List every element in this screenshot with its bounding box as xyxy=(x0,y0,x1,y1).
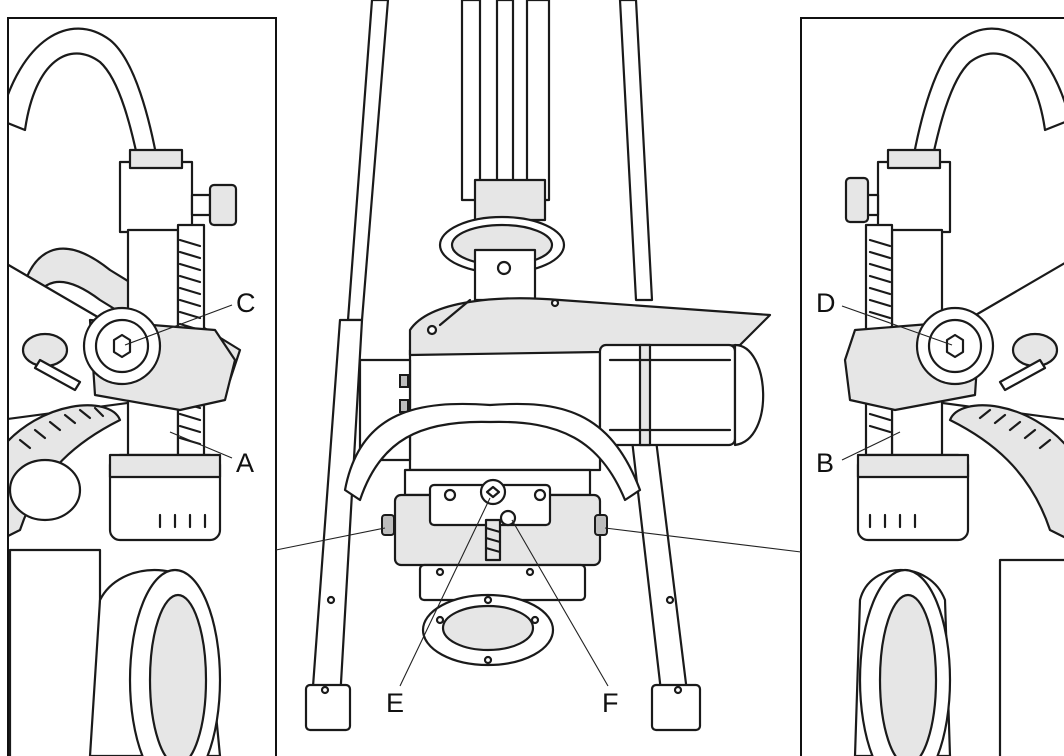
left-detail-view xyxy=(8,27,242,756)
left-detail-frame xyxy=(7,17,277,756)
callout-label-c: C xyxy=(236,288,256,318)
right-detail-view xyxy=(843,27,1064,756)
center-machine-view xyxy=(304,0,772,732)
gear-wheel xyxy=(8,404,122,538)
leader-line-e xyxy=(399,497,491,687)
callout-label-b: B xyxy=(816,448,834,478)
leader-line-c xyxy=(124,304,233,346)
leader-line-b xyxy=(841,431,901,461)
callout-label-f: F xyxy=(602,688,619,718)
connector-line-left xyxy=(275,527,386,551)
feed-screw xyxy=(484,518,502,562)
callout-label-e: E xyxy=(386,688,404,718)
connector-line-right xyxy=(604,527,802,553)
leader-line-f xyxy=(511,519,609,687)
callout-label-a: A xyxy=(236,448,254,478)
leader-line-d xyxy=(841,305,953,346)
leader-line-a xyxy=(169,431,233,459)
callout-label-d: D xyxy=(816,288,836,318)
right-detail-frame xyxy=(800,17,1064,756)
